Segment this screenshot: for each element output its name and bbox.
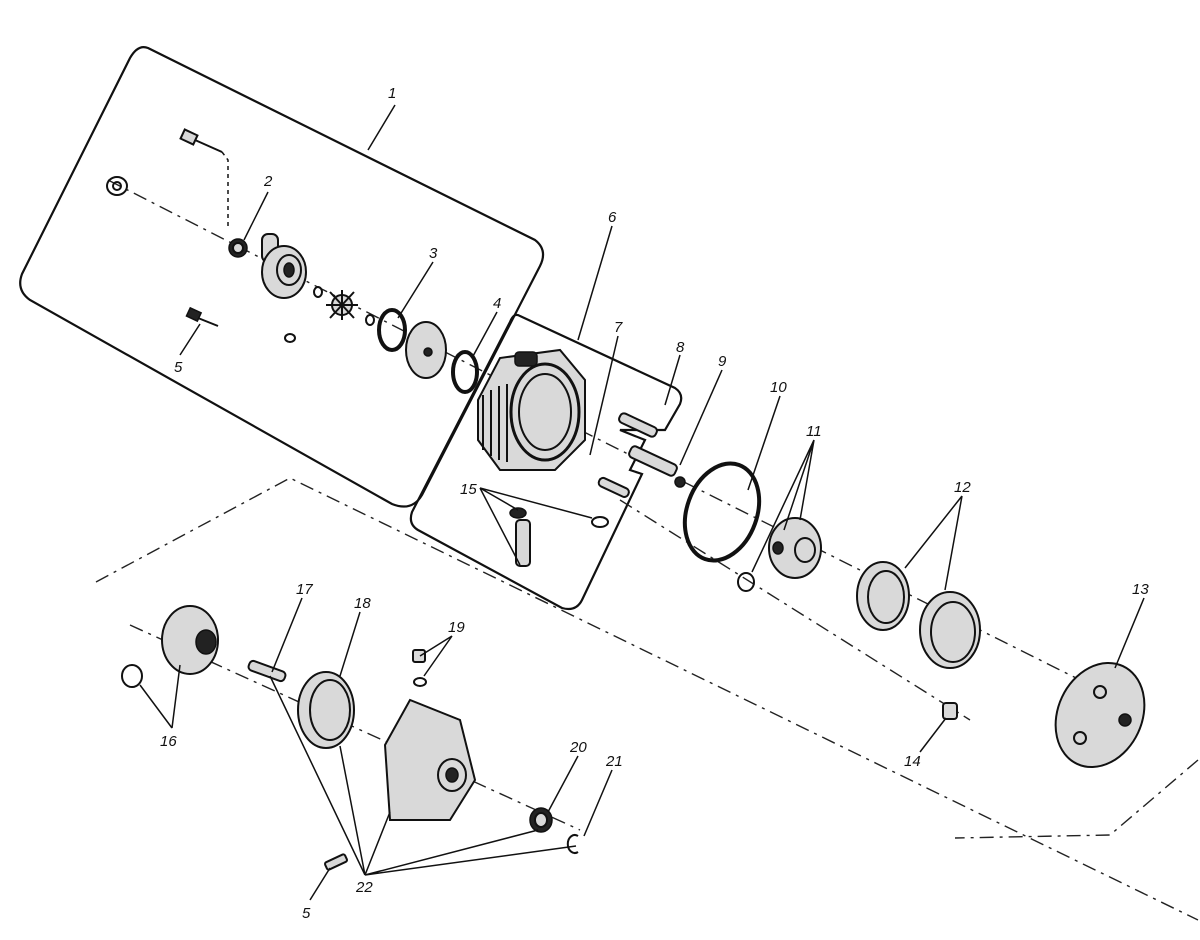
callout-5-lower: 5 <box>302 905 311 922</box>
rear-housing-22 <box>383 698 477 821</box>
ring-18-inner <box>309 679 351 741</box>
pump-body <box>261 233 307 299</box>
washer-part <box>106 176 128 196</box>
callout-3: 3 <box>429 245 438 262</box>
callout-13: 13 <box>1132 581 1149 598</box>
rotor-11 <box>737 517 822 592</box>
small-pin <box>284 333 296 343</box>
plug-19 <box>412 649 426 663</box>
o-ring-10 <box>682 461 762 563</box>
callout-17: 17 <box>296 581 313 598</box>
bolt-guide <box>221 151 229 230</box>
callout-4: 4 <box>493 295 501 312</box>
callout-9: 9 <box>718 353 727 370</box>
callout-19: 19 <box>448 619 465 636</box>
ring-12b-inner <box>930 601 976 663</box>
callout-5: 5 <box>174 359 183 376</box>
callout-11: 11 <box>806 423 822 440</box>
ring-12a <box>856 561 910 631</box>
washer-hole <box>112 181 122 191</box>
callout-15: 15 <box>460 481 477 498</box>
main-housing-6 <box>477 348 586 471</box>
callout-6: 6 <box>608 209 617 226</box>
callout-21: 21 <box>605 753 623 770</box>
pin-8 <box>618 412 658 438</box>
plug-14 <box>942 702 958 720</box>
bolt-5-lower-group <box>323 853 349 871</box>
callout-14: 14 <box>904 753 921 770</box>
callout-16: 16 <box>160 733 177 750</box>
ring-12b <box>919 591 981 669</box>
callout-7: 7 <box>614 319 623 336</box>
group-6-outline <box>409 313 683 611</box>
secondary-axis <box>619 499 971 721</box>
o-ring-4 <box>451 350 479 394</box>
washer-19 <box>413 677 427 687</box>
callout-1: 1 <box>388 85 396 102</box>
rear-axis <box>129 624 581 831</box>
circlip-21 <box>566 834 579 854</box>
callout-10: 10 <box>770 379 787 396</box>
rotor-16 <box>121 605 219 688</box>
callout-2: 2 <box>263 173 273 190</box>
bolt-upper <box>179 128 223 153</box>
callout-12: 12 <box>954 479 971 496</box>
end-cover-13 <box>1054 661 1146 769</box>
impeller <box>326 290 358 320</box>
callout-20: 20 <box>569 739 587 756</box>
o-ring-3 <box>377 308 407 352</box>
lower-assembly-outline <box>95 477 1199 921</box>
pin-15 <box>597 476 630 498</box>
callout-22: 22 <box>355 879 373 896</box>
callout-8: 8 <box>676 339 685 356</box>
ring-18 <box>297 671 355 749</box>
cover-plate <box>405 321 447 379</box>
bolt-5-upper-group <box>185 306 219 327</box>
small-ring-a <box>313 286 323 298</box>
shaft-17 <box>247 659 287 683</box>
callout-18: 18 <box>354 595 371 612</box>
washer-15 <box>591 516 609 528</box>
bearing-20-inner <box>534 812 548 828</box>
screw-15 <box>509 507 531 567</box>
small-ring-b <box>365 314 375 326</box>
bearing-2 <box>228 238 248 258</box>
rear-assembly-outline <box>954 759 1199 839</box>
group-1-outline <box>19 46 545 508</box>
ring-12a-inner <box>867 570 905 624</box>
leader-lines <box>139 104 1145 901</box>
shaft-9 <box>628 445 686 488</box>
